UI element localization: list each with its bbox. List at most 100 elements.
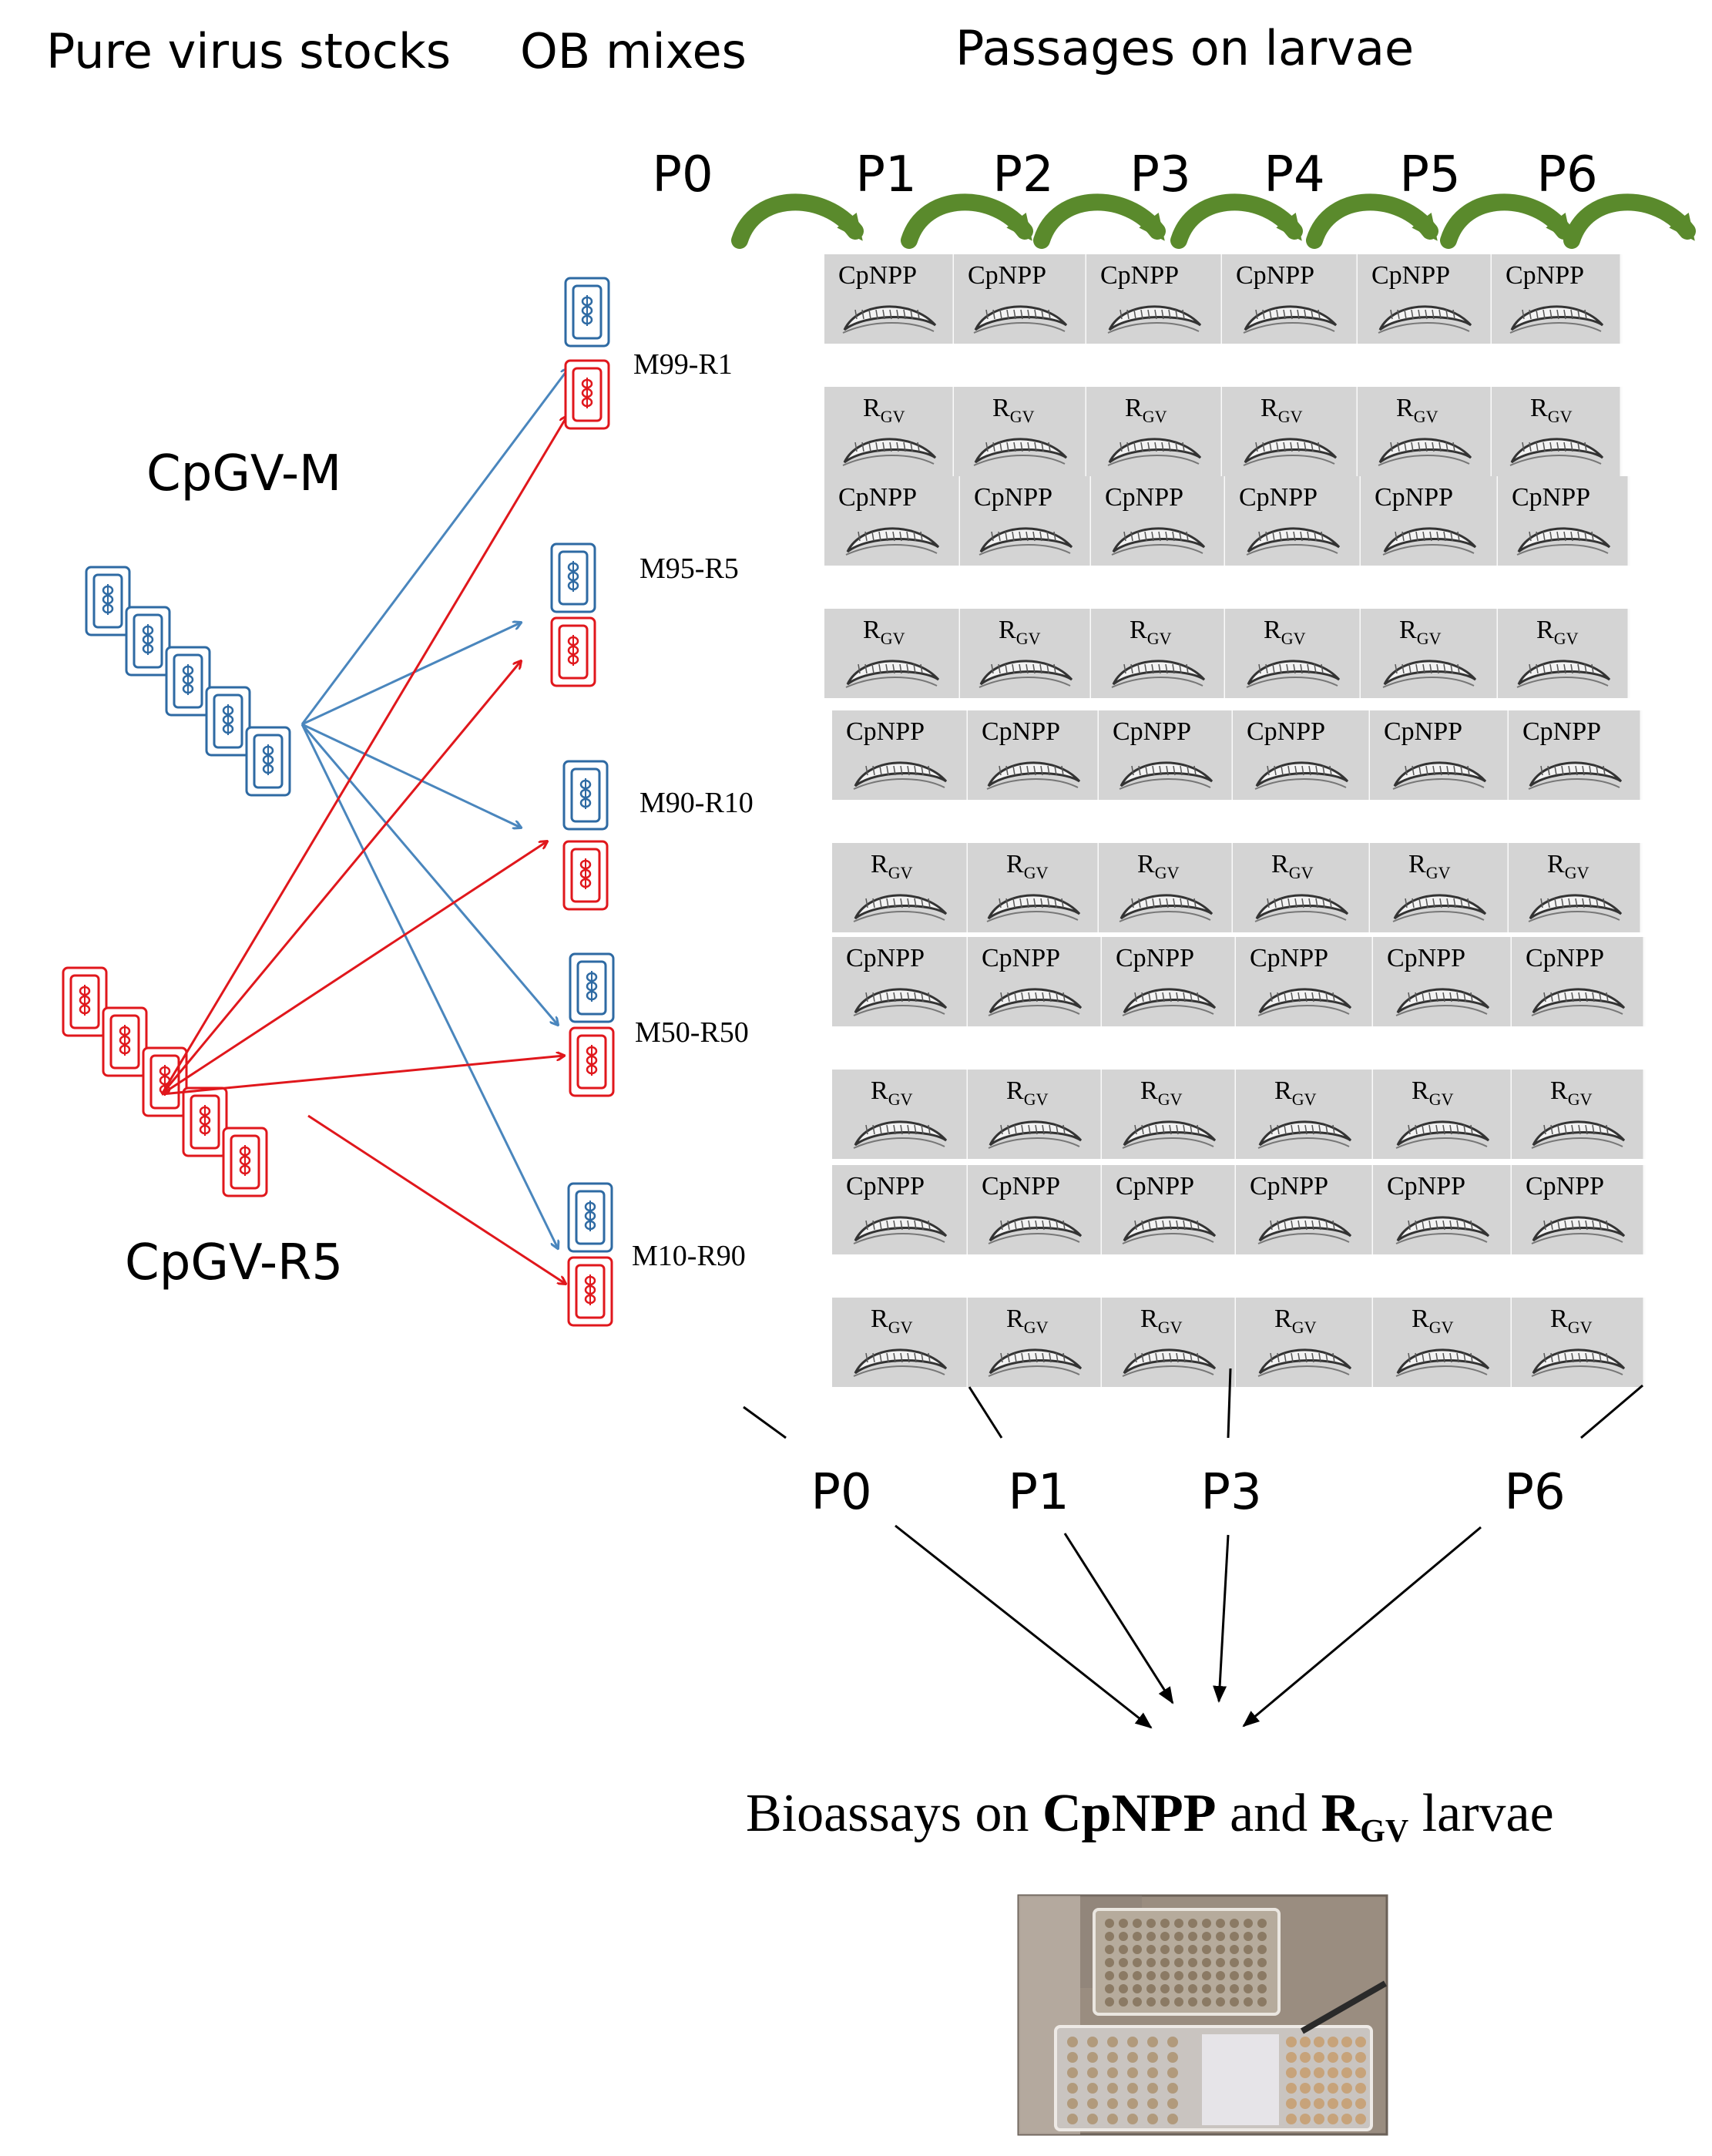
well — [1286, 2052, 1297, 2063]
passage-cell: CpNPP — [1358, 254, 1493, 344]
well — [1127, 2052, 1138, 2063]
well — [1146, 1919, 1156, 1928]
strain-label-text: CpNPP — [982, 717, 1060, 746]
larva-icon — [1111, 660, 1206, 688]
well — [1146, 1932, 1156, 1941]
mixing-arrow-m — [301, 623, 521, 726]
passage-cell: CpNPP — [968, 937, 1103, 1026]
caption-part: larvae — [1408, 1784, 1553, 1843]
strain-label: CpNPP — [846, 944, 925, 972]
well — [1127, 2114, 1138, 2124]
strain-label: CpNPP — [1250, 944, 1328, 972]
strain-label-text: CpNPP — [1387, 944, 1465, 972]
passage-cell: CpNPP — [968, 710, 1100, 800]
ob-mix: M99-R1 — [564, 277, 733, 430]
passage-arrow — [901, 193, 1033, 249]
passage-cell: RGV — [1091, 609, 1227, 698]
well — [1216, 1945, 1225, 1954]
passage-cell: CpNPP — [1512, 1165, 1646, 1254]
larva-icon — [1378, 305, 1472, 334]
well — [1230, 1958, 1239, 1967]
well — [1146, 1945, 1156, 1954]
larva-icon — [845, 660, 940, 688]
well — [1230, 1971, 1239, 1980]
mix-label: M99-R1 — [633, 348, 733, 381]
strain-label-text: R — [1140, 1076, 1158, 1105]
well — [1174, 1997, 1183, 2007]
well — [1174, 1971, 1183, 1980]
occlusion-body-icon — [62, 966, 108, 1037]
well — [1107, 2037, 1118, 2047]
well — [1216, 1919, 1225, 1928]
well — [1314, 2052, 1324, 2063]
passage-arrow — [1033, 193, 1166, 249]
well — [1167, 2037, 1178, 2047]
well — [1107, 2052, 1118, 2063]
strain-label: RGV — [1137, 850, 1180, 882]
strain-label: CpNPP — [1113, 717, 1191, 746]
well — [1167, 2098, 1178, 2109]
well — [1257, 1945, 1267, 1954]
occlusion-body-icon — [550, 616, 596, 687]
well — [1355, 2037, 1366, 2047]
occlusion-body-icon — [569, 952, 615, 1023]
strain-label-text: CpNPP — [846, 944, 925, 972]
well — [1188, 1984, 1197, 1993]
well — [1119, 1984, 1128, 1993]
passage-cell: RGV — [1512, 1298, 1646, 1387]
larva-icon — [1257, 1120, 1352, 1149]
well — [1314, 2098, 1324, 2109]
strain-label: CpNPP — [1512, 483, 1590, 512]
well — [1257, 1984, 1267, 1993]
larva-icon — [1246, 527, 1341, 556]
larva-icon — [853, 894, 948, 922]
strain-label-text: R — [1125, 394, 1143, 422]
strain-label-text: CpNPP — [1526, 944, 1604, 972]
strain-label: CpNPP — [974, 483, 1052, 512]
bioassay-passage-label: P1 — [1008, 1464, 1069, 1521]
well — [1341, 2114, 1352, 2124]
larva-icon — [979, 527, 1073, 556]
occlusion-body-icon — [562, 840, 609, 911]
well — [1202, 1984, 1211, 1993]
occlusion-body-icon — [550, 542, 596, 613]
bioassay-pipette — [1301, 1980, 1387, 2034]
strain-label: RGV — [863, 616, 905, 648]
strain-label-sub: GV — [1292, 1318, 1317, 1337]
heading-pure-virus-stocks: Pure virus stocks — [46, 23, 451, 79]
strain-label-text: R — [871, 1305, 888, 1333]
strain-label-text: R — [1550, 1305, 1568, 1333]
well — [1105, 1997, 1114, 2007]
larva-icon — [1528, 894, 1623, 922]
passage-cell: CpNPP — [824, 476, 962, 566]
larva-icon — [1395, 1348, 1490, 1377]
well — [1230, 1919, 1239, 1928]
strain-label: CpNPP — [1116, 1172, 1194, 1201]
well — [1355, 2052, 1366, 2063]
larva-icon — [1382, 660, 1477, 688]
well — [1160, 1932, 1170, 1941]
well — [1127, 2098, 1138, 2109]
well — [1105, 1958, 1114, 1967]
well — [1119, 1919, 1128, 1928]
mixing-arrow-m — [300, 724, 558, 1248]
larva-icon — [1257, 1348, 1352, 1377]
mixing-arrow-r — [161, 1056, 564, 1096]
occlusion-body-icon — [222, 1127, 268, 1197]
strain-label-sub: GV — [1024, 1318, 1049, 1337]
strain-label-text: R — [1274, 1076, 1292, 1105]
well — [1160, 1919, 1170, 1928]
strain-label-sub: GV — [1155, 863, 1180, 882]
heading-passages-on-larvae: Passages on larvae — [955, 20, 1414, 76]
well — [1300, 2037, 1311, 2047]
strain-label-text: CpNPP — [838, 483, 917, 512]
strain-label: CpNPP — [1236, 261, 1314, 290]
occlusion-body-icon — [564, 277, 610, 348]
strain-label-text: R — [863, 616, 881, 644]
well — [1160, 1984, 1170, 1993]
strain-label-text: CpNPP — [982, 944, 1060, 972]
strain-label-text: R — [1137, 850, 1155, 878]
larva-icon — [979, 660, 1073, 688]
well — [1244, 1997, 1253, 2007]
